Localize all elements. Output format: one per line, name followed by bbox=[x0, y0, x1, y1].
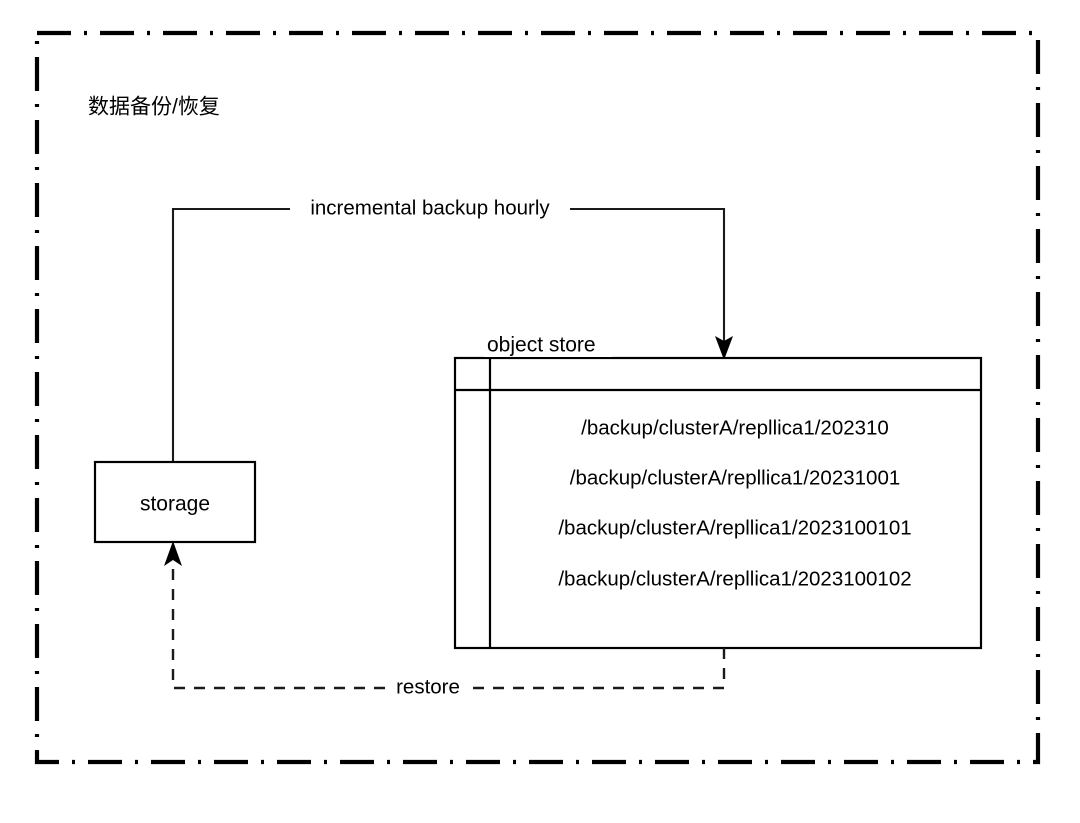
restore-edge-right-segment bbox=[470, 648, 726, 690]
restore-edge-arrowhead bbox=[164, 541, 182, 566]
backup-edge-arrowhead bbox=[715, 336, 733, 360]
page-title: 数据备份/恢复 bbox=[88, 96, 220, 119]
object-store-row: /backup/clusterA/repllica1/20231001 bbox=[570, 466, 901, 489]
object-store-row: /backup/clusterA/repllica1/2023100101 bbox=[558, 516, 911, 539]
object-store-title-backdrop bbox=[484, 331, 612, 357]
boundary-region bbox=[34, 30, 1041, 765]
restore-edge-left-segment bbox=[171, 553, 385, 690]
backup-edge-right-segment bbox=[570, 207, 726, 349]
node-object-store[interactable] bbox=[453, 356, 983, 650]
node-storage-label: storage bbox=[140, 493, 210, 516]
node-storage[interactable] bbox=[93, 460, 257, 544]
restore-edge-label: restore bbox=[396, 675, 460, 698]
backup-edge-left-segment bbox=[171, 207, 290, 462]
object-store-title: object store bbox=[487, 334, 596, 357]
object-store-row: /backup/clusterA/repllica1/202310 bbox=[581, 416, 889, 439]
object-store-row: /backup/clusterA/repllica1/2023100102 bbox=[558, 567, 911, 590]
backup-edge-label: incremental backup hourly bbox=[310, 196, 550, 219]
